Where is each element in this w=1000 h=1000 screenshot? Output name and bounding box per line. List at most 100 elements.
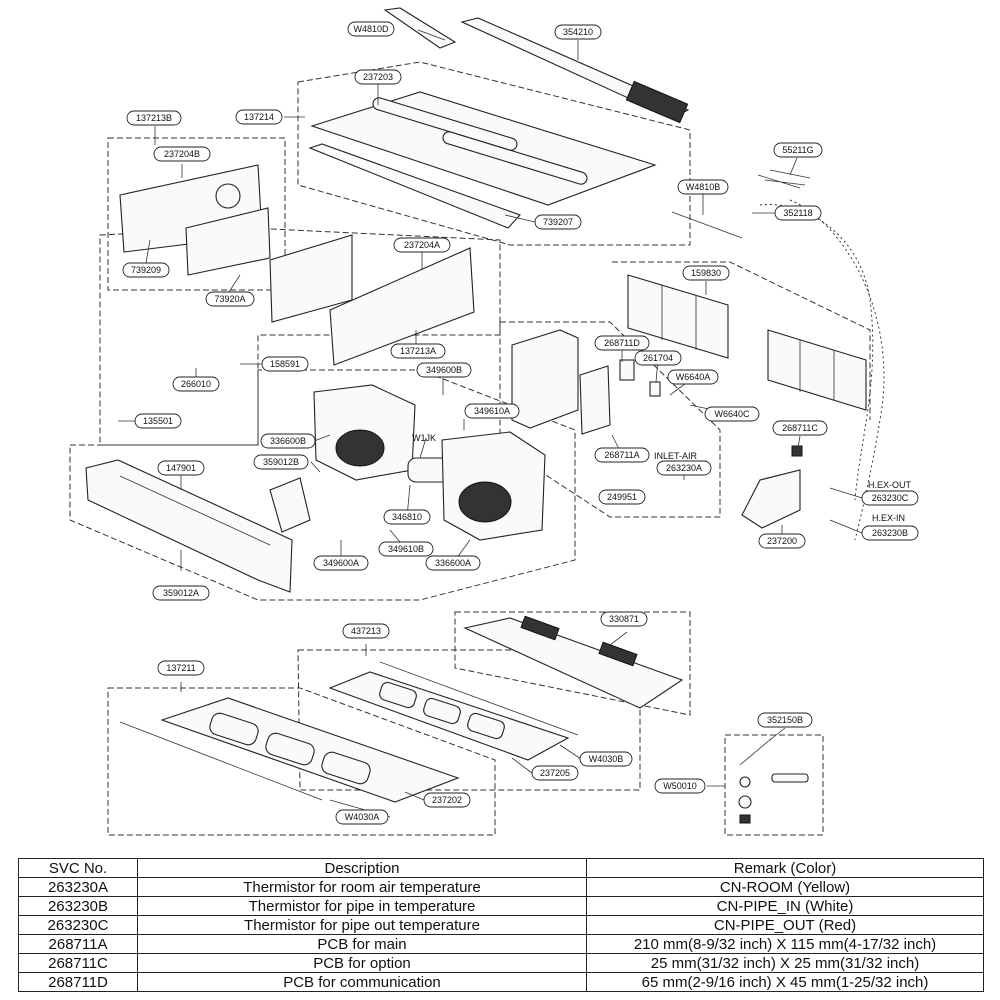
svg-text:330871: 330871 (609, 614, 639, 624)
callout-249951: 249951 (598, 489, 646, 505)
svg-text:H.EX-IN: H.EX-IN (872, 513, 905, 523)
callout-261704: 261704 (634, 350, 682, 366)
callout-137211: 137211 (157, 660, 205, 676)
svg-text:346810: 346810 (392, 512, 422, 522)
svg-text:237204B: 237204B (164, 149, 200, 159)
pcb-main-part (579, 365, 611, 435)
remark-cell: CN-PIPE_OUT (Red) (586, 915, 984, 935)
header-svc-no: SVC No. (18, 858, 138, 878)
description-cell: PCB for communication (137, 972, 587, 992)
callout-359012B: 359012B (253, 454, 309, 470)
callout-W50010: W50010 (654, 778, 706, 794)
description-cell: PCB for option (137, 953, 587, 973)
callout-266010: 266010 (172, 376, 220, 392)
svg-text:349600A: 349600A (323, 558, 359, 568)
base-panel-cell (321, 751, 371, 785)
callout-739207: 739207 (534, 214, 582, 230)
callout-237202: 237202 (423, 792, 471, 808)
svg-text:268711A: 268711A (604, 450, 639, 460)
svg-text:W4030A: W4030A (345, 812, 380, 822)
filter-237205-cell (379, 681, 417, 709)
svg-text:55211G: 55211G (782, 145, 813, 155)
svg-text:739209: 739209 (131, 265, 161, 275)
svg-text:W4810B: W4810B (686, 182, 721, 192)
pcb-bracket-part (741, 469, 801, 529)
svg-text:137213B: 137213B (136, 113, 172, 123)
callout-137214: 137214 (235, 109, 283, 125)
fitting-330871-part (463, 617, 684, 709)
svc-no-cell: 268711A (18, 934, 138, 954)
callout-W4810B: W4810B (677, 179, 729, 195)
callout-137213A: 137213A (390, 343, 446, 359)
callout-W6640C: W6640C (704, 406, 760, 422)
side-panel-237204A-part (329, 247, 475, 366)
front-panel-rib (119, 475, 271, 546)
header-description: Description (137, 858, 587, 878)
top-panel-slot-2 (442, 131, 588, 185)
svc-no-cell: 263230A (18, 877, 138, 897)
remark-cell: 65 mm(2-9/16 inch) X 45 mm(1-25/32 inch) (586, 972, 984, 992)
filter-237205-cell (423, 697, 461, 725)
svg-text:135501: 135501 (143, 416, 173, 426)
filter-right-part (767, 329, 867, 411)
callout-W4030A: W4030A (335, 809, 389, 825)
callout-237204A: 237204A (393, 237, 451, 253)
callout-237200: 237200 (758, 533, 806, 549)
fitting-block (520, 615, 560, 641)
label-hex-out: H.EX-OUT (868, 480, 912, 490)
callout-INLET-AIR: INLET-AIR (654, 451, 698, 461)
svc-no-cell: 263230C (18, 915, 138, 935)
svg-text:237203: 237203 (363, 72, 393, 82)
group-outline-fan (69, 369, 576, 601)
group-outline-base-panel (107, 687, 496, 836)
callout-437213: 437213 (342, 623, 390, 639)
callout-263230C: 263230C (861, 490, 919, 506)
svg-text:H.EX-OUT: H.EX-OUT (868, 480, 912, 490)
callout-237204B: 237204B (153, 146, 211, 162)
side-panel-739209-part (185, 207, 271, 276)
screw-part (739, 814, 751, 824)
svg-text:263230C: 263230C (872, 493, 909, 503)
relay-part (649, 381, 661, 397)
control-box-part (511, 329, 579, 429)
label-hex-in: H.EX-IN (872, 513, 905, 523)
svg-text:W1JK: W1JK (412, 433, 436, 443)
rail-W4030A-part (119, 721, 323, 801)
svg-text:158591: 158591 (270, 359, 300, 369)
callout-349600B: 349600B (416, 362, 472, 378)
svg-text:354210: 354210 (563, 27, 593, 37)
svg-text:W6640A: W6640A (676, 372, 711, 382)
svg-text:W4810D: W4810D (353, 24, 389, 34)
svg-text:349610A: 349610A (474, 406, 510, 416)
table-row: 268711C PCB for option 25 mm(31/32 inch)… (18, 953, 984, 973)
svg-text:159830: 159830 (691, 268, 721, 278)
table-row: 263230C Thermistor for pipe out temperat… (18, 915, 984, 935)
fan-wheel-left-part (335, 429, 385, 467)
callout-336600B: 336600B (260, 433, 316, 449)
front-panel-part (85, 459, 293, 593)
svg-text:266010: 266010 (181, 379, 211, 389)
svg-text:137211: 137211 (166, 663, 195, 673)
svg-text:349600B: 349600B (426, 365, 462, 375)
group-outline-hardware (724, 734, 824, 836)
bracket-part (383, 7, 457, 49)
drain-strip-holes (625, 80, 689, 124)
spring-352150B-part (739, 737, 773, 766)
callout-352150B: 352150B (757, 712, 813, 728)
svg-text:147901: 147901 (166, 463, 196, 473)
group-outline-filter-right (612, 261, 871, 420)
svg-text:359012B: 359012B (263, 457, 299, 467)
bracket-W4810B-part (671, 211, 743, 239)
callout-263230A: 263230A (656, 460, 712, 476)
group-outline-control-box (499, 321, 721, 518)
table-row: 263230A Thermistor for room air temperat… (18, 877, 984, 897)
description-cell: Thermistor for room air temperature (137, 877, 587, 897)
thermistor-bundle-part (757, 169, 811, 189)
svg-text:359012A: 359012A (163, 588, 199, 598)
callout-359012A: 359012A (152, 585, 210, 601)
callout-159830: 159830 (682, 265, 730, 281)
group-outline-top-panel (297, 61, 691, 246)
thermistor-wire-route (759, 199, 885, 541)
callout-W1JK: W1JK (412, 433, 436, 443)
exploded-parts-diagram: W4810D 354210 237203 137214 137213B 2372… (69, 7, 919, 836)
